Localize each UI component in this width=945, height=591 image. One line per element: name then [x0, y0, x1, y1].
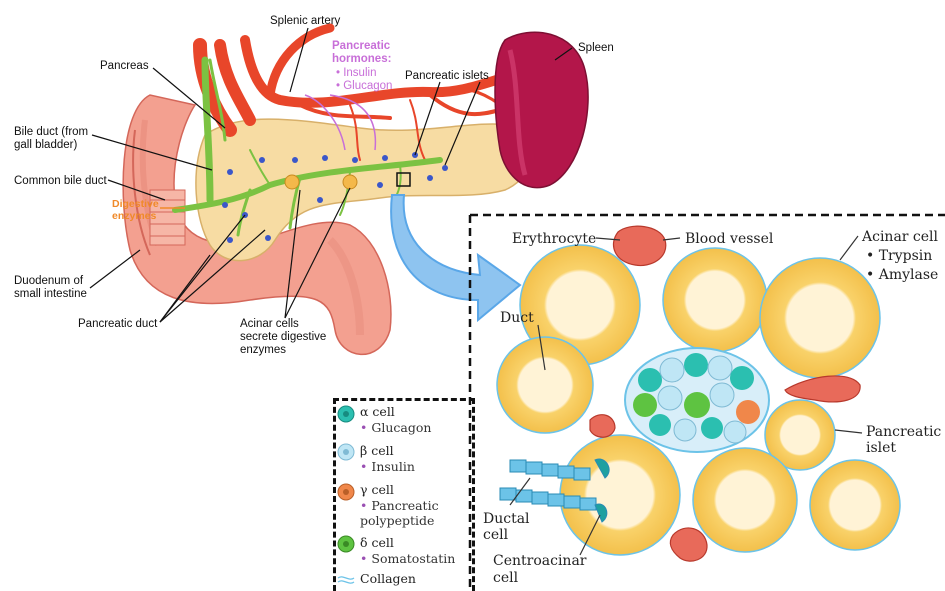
- acinar-cell-label: Acinar cell: [862, 229, 938, 245]
- acinus: [560, 435, 680, 555]
- legend-alpha-name: α cell: [360, 405, 395, 419]
- legend-delta-sub: •Somatostatin: [360, 551, 455, 566]
- hormone-insulin-label: • Insulin: [336, 67, 376, 80]
- ductal-cell-label: Ductal cell: [483, 511, 530, 543]
- legend-gamma-name: γ cell: [360, 483, 394, 497]
- acinus: [760, 258, 880, 378]
- legend-beta-name: β cell: [360, 444, 394, 458]
- splenic-artery-label: Splenic artery: [270, 15, 340, 28]
- spleen-illustration: [495, 32, 588, 187]
- legend-collagen-name: Collagen: [360, 572, 416, 586]
- pancreatic-islets-label: Pancreatic islets: [405, 70, 489, 83]
- acinus: [810, 460, 900, 550]
- digestive-enzymes-label: Digestive enzymes: [112, 198, 159, 222]
- pancreatic-islet-label: Pancreatic islet: [866, 424, 941, 456]
- bile-duct-label: Bile duct (from gall bladder): [14, 126, 88, 152]
- legend-alpha-hormone: Glucagon: [371, 420, 431, 435]
- trypsin-label: • Trypsin: [866, 248, 932, 264]
- amylase-label: • Amylase: [866, 267, 938, 283]
- duct-label: Duct: [500, 310, 534, 326]
- common-bile-duct-label: Common bile duct: [14, 175, 107, 188]
- pancreatic-duct-label: Pancreatic duct: [78, 318, 157, 331]
- legend-gamma-sub: •Pancreatic polypeptide: [360, 498, 439, 528]
- legend-alpha-sub: •Glucagon: [360, 420, 431, 435]
- pancreatic-islet-cluster: [625, 348, 769, 452]
- legend-delta-name: δ cell: [360, 536, 394, 550]
- legend-beta-sub: •Insulin: [360, 459, 415, 474]
- acinar-cells-label: Acinar cells secrete digestive enzymes: [240, 318, 326, 357]
- pancreatic-hormones-title: Pancreatic hormones:: [332, 40, 391, 66]
- legend-delta-hormone: Somatostatin: [371, 551, 455, 566]
- erythrocyte-label: Erythrocyte: [512, 231, 596, 247]
- acinus: [663, 248, 767, 352]
- acinus: [693, 448, 797, 552]
- duodenum-label: Duodenum of small intestine: [14, 275, 87, 301]
- hormone-glucagon-label: • Glucagon: [336, 80, 392, 93]
- acinus: [497, 337, 593, 433]
- legend-gamma-hormone: Pancreatic polypeptide: [360, 498, 439, 528]
- spleen-label: Spleen: [578, 42, 614, 55]
- blood-vessel-label: Blood vessel: [685, 231, 773, 247]
- legend-beta-hormone: Insulin: [371, 459, 415, 474]
- pancreas-label: Pancreas: [100, 60, 149, 73]
- centroacinar-cell-label: Centroacinar cell: [493, 553, 586, 587]
